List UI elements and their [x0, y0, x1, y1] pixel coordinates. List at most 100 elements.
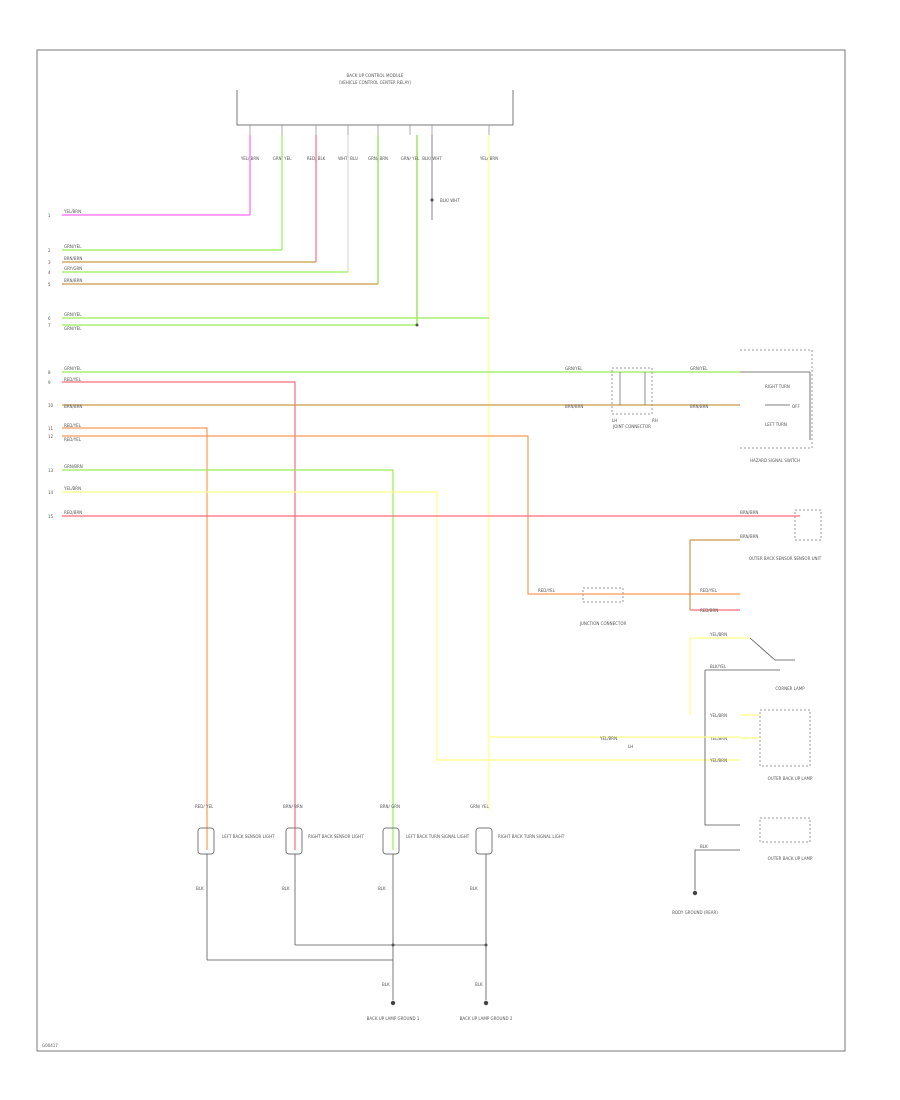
svg-text:12: 12: [48, 434, 54, 439]
svg-text:BRN/BRN: BRN/BRN: [64, 278, 82, 283]
svg-text:BLK: BLK: [378, 886, 386, 891]
svg-text:6: 6: [48, 316, 51, 321]
svg-text:BRN/BRN: BRN/BRN: [565, 404, 583, 409]
svg-text:9: 9: [48, 380, 51, 385]
pin-ticks: [249, 125, 490, 135]
module-wires: [249, 135, 490, 810]
corner-lamp-unit: YEL/BRN BLK/YEL CORNER LAMP YEL/BRN YEL/…: [689, 632, 813, 890]
svg-text:GRN/BRN: GRN/BRN: [64, 464, 83, 469]
svg-text:GRN/YEL: GRN/YEL: [690, 366, 708, 371]
svg-text:LH: LH: [628, 744, 633, 749]
svg-text:BRN/ BRN: BRN/ BRN: [283, 804, 303, 809]
svg-text:OUTER BACK UP LAMP: OUTER BACK UP LAMP: [768, 856, 813, 861]
svg-text:GRN/YEL: GRN/YEL: [64, 312, 82, 317]
svg-text:2: 2: [48, 248, 51, 253]
svg-text:RED/YEL: RED/YEL: [700, 588, 718, 593]
diagram-code: G00417: [42, 1043, 58, 1048]
svg-text:5: 5: [48, 282, 51, 287]
svg-text:LEFT TURN: LEFT TURN: [765, 422, 787, 427]
lamp-right-back-sensor: BRN/ BRN RIGHT BACK SENSOR LIGHT BLK: [282, 804, 364, 945]
svg-text:RIGHT TURN: RIGHT TURN: [765, 384, 790, 389]
lamp-right-back-turn: GRN/ YEL RIGHT BACK TURN SIGNAL LIGHT BL…: [470, 804, 565, 1000]
lamp-left-back-turn: BRN/ GRN LEFT BACK TURN SIGNAL LIGHT BLK: [378, 804, 470, 1000]
splice-dots: [391, 323, 488, 947]
module-title-line2: (VEHICLE CONTROL CENTER RELAY): [339, 80, 411, 85]
svg-text:RED/YEL: RED/YEL: [64, 377, 82, 382]
bottom-lamps: RED/ YEL LEFT BACK SENSOR LIGHT BLK BRN/…: [195, 804, 565, 1000]
svg-text:BACK UP LAMP GROUND 2: BACK UP LAMP GROUND 2: [460, 1016, 513, 1021]
svg-text:GRN/YEL: GRN/YEL: [64, 366, 82, 371]
svg-text:LEFT BACK TURN SIGNAL LIGHT: LEFT BACK TURN SIGNAL LIGHT: [406, 834, 470, 839]
left-input-wires: [62, 214, 800, 850]
svg-text:BRN/BRN: BRN/BRN: [740, 534, 758, 539]
svg-text:JOINT CONNECTOR: JOINT CONNECTOR: [612, 424, 651, 429]
svg-text:BRN/ GRN: BRN/ GRN: [380, 804, 400, 809]
yellow-lamp-wire: YEL/BRN LH: [489, 736, 740, 749]
svg-text:10: 10: [48, 403, 54, 408]
outer-back-sensor: BRN/BRN BRN/BRN RED/YEL RED/BRN OUTER BA…: [689, 509, 822, 613]
svg-text:BLK/YEL: BLK/YEL: [710, 664, 727, 669]
svg-text:BRN/BRN: BRN/BRN: [64, 404, 82, 409]
svg-text:OFF: OFF: [792, 404, 800, 409]
ground-2: BLK BACK UP LAMP GROUND 2: [460, 982, 513, 1021]
ground-1: BLK BACK UP LAMP GROUND 1: [367, 982, 420, 1021]
pin-label: GRN/ YEL: [401, 156, 420, 161]
svg-text:RED/ YEL: RED/ YEL: [195, 804, 214, 809]
svg-text:YEL/BRN: YEL/BRN: [709, 736, 727, 741]
joint-connector: JOINT CONNECTOR LH RH GRN/YEL BRN/BRN GR…: [565, 366, 708, 429]
svg-text:OUTER BACK UP LAMP: OUTER BACK UP LAMP: [768, 776, 813, 781]
svg-text:HAZARD SIGNAL SWITCH: HAZARD SIGNAL SWITCH: [750, 458, 800, 463]
svg-text:YEL/BRN: YEL/BRN: [599, 736, 617, 741]
svg-text:YEL/BRN: YEL/BRN: [709, 632, 727, 637]
svg-text:GRN/ YEL: GRN/ YEL: [470, 804, 489, 809]
svg-text:BLK: BLK: [382, 982, 390, 987]
module-splice: BLK/ WHT: [430, 198, 460, 203]
hazard-signal-switch: RIGHT TURN LEFT TURN OFF HAZARD SIGNAL S…: [740, 349, 813, 463]
svg-text:4: 4: [48, 270, 51, 275]
svg-text:RED/YEL: RED/YEL: [64, 423, 82, 428]
svg-text:7: 7: [48, 323, 51, 328]
svg-text:GRN/YEL: GRN/YEL: [565, 366, 583, 371]
svg-text:YEL/BRN: YEL/BRN: [63, 209, 81, 214]
svg-text:BRN/BRN: BRN/BRN: [64, 256, 82, 261]
grounds: BLK BACK UP LAMP GROUND 1 BLK BACK UP LA…: [367, 890, 718, 1021]
svg-text:8: 8: [48, 370, 51, 375]
svg-text:RIGHT BACK TURN SIGNAL LIGHT: RIGHT BACK TURN SIGNAL LIGHT: [498, 834, 565, 839]
svg-text:RH: RH: [652, 418, 658, 423]
svg-text:BRN/BRN: BRN/BRN: [740, 510, 758, 515]
diagram-frame: [36, 49, 846, 1052]
svg-text:YEL/BRN: YEL/BRN: [63, 486, 81, 491]
ground-3: BODY GROUND (REAR): [672, 890, 718, 915]
svg-text:BLK: BLK: [475, 982, 483, 987]
svg-text:RED/BRN: RED/BRN: [700, 608, 718, 613]
svg-text:OUTER BACK SENSOR SENSOR UNIT: OUTER BACK SENSOR SENSOR UNIT: [749, 556, 822, 561]
svg-text:GRN/YEL: GRN/YEL: [64, 244, 82, 249]
control-module: BACK UP CONTROL MODULE (VEHICLE CONTROL …: [236, 73, 514, 126]
svg-text:BLK: BLK: [470, 886, 478, 891]
svg-text:15: 15: [48, 514, 54, 519]
svg-text:14: 14: [48, 490, 54, 495]
svg-text:13: 13: [48, 468, 54, 473]
svg-text:BLK: BLK: [282, 886, 290, 891]
svg-text:RED/YEL: RED/YEL: [64, 437, 82, 442]
svg-text:BACK UP LAMP GROUND 1: BACK UP LAMP GROUND 1: [367, 1016, 420, 1021]
svg-text:LEFT BACK SENSOR LIGHT: LEFT BACK SENSOR LIGHT: [222, 834, 275, 839]
svg-text:BODY GROUND (REAR): BODY GROUND (REAR): [672, 910, 718, 915]
svg-text:CORNER LAMP: CORNER LAMP: [775, 686, 805, 691]
svg-text:LH: LH: [612, 418, 617, 423]
svg-text:BLK: BLK: [196, 886, 204, 891]
svg-text:YEL/BRN: YEL/BRN: [709, 713, 727, 718]
svg-text:YEL/BRN: YEL/BRN: [709, 758, 727, 763]
svg-text:BRN/BRN: BRN/BRN: [690, 404, 708, 409]
module-title-line1: BACK UP CONTROL MODULE: [347, 73, 404, 78]
svg-text:RIGHT BACK SENSOR LIGHT: RIGHT BACK SENSOR LIGHT: [308, 834, 364, 839]
svg-text:BLK: BLK: [700, 844, 708, 849]
svg-text:3: 3: [48, 260, 51, 265]
lamp-left-back-sensor: RED/ YEL LEFT BACK SENSOR LIGHT BLK: [195, 804, 275, 960]
module-pin-labels: YEL/ BRN GRN/ YEL RED/ BLK WHT/ BLU GRN/…: [240, 156, 498, 161]
svg-text:RED/BRN: RED/BRN: [64, 510, 82, 515]
svg-text:GRN/YEL: GRN/YEL: [64, 326, 82, 331]
left-wire-labels: 1 YEL/BRN 2 GRN/YEL 3 BRN/BRN 4 GRY/GRN …: [48, 209, 83, 519]
